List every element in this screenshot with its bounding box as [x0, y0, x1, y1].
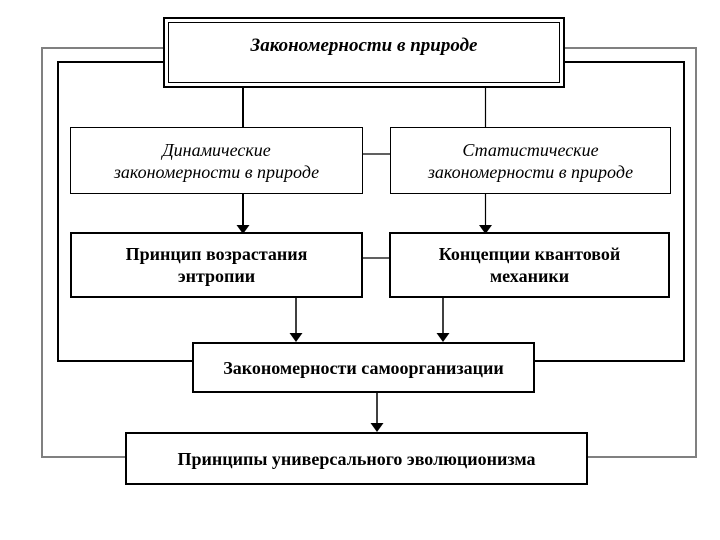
- node-quantum-line1: Концепции квантовой: [438, 244, 621, 264]
- node-title-label: Закономерности в природе: [250, 34, 478, 56]
- node-evolution-label: Принципы универсального эволюционизма: [177, 448, 536, 469]
- arrow-selforg-evolution: [370, 393, 384, 432]
- node-entropy: Принцип возрастания энтропии: [70, 232, 363, 298]
- arrow-entropy-selforg: [289, 298, 303, 342]
- node-dynamic-line2: закономерности в природе: [113, 161, 320, 182]
- node-selforg: Закономерности самоорганизации: [192, 342, 535, 393]
- node-dynamic-line1: Динамические: [162, 139, 271, 160]
- node-quantum: Концепции квантовой механики: [389, 232, 670, 298]
- node-evolution: Принципы универсального эволюционизма: [125, 432, 588, 485]
- node-entropy-line2: энтропии: [177, 266, 256, 286]
- node-selforg-label: Закономерности самоорганизации: [223, 357, 504, 378]
- arrow-dynamic-entropy: [236, 194, 250, 234]
- arrow-statistical-quantum: [479, 194, 492, 234]
- arrow-quantum-selforg: [436, 298, 450, 342]
- node-entropy-line1: Принцип возрастания: [125, 244, 308, 264]
- node-statistical-line1: Статистические: [462, 139, 599, 160]
- title-inner-border: Закономерности в природе: [168, 22, 560, 83]
- node-title: Закономерности в природе: [163, 17, 565, 88]
- node-dynamic: Динамические закономерности в природе: [70, 127, 363, 194]
- node-statistical-line2: закономерности в природе: [427, 161, 634, 182]
- inner-frame-connector: [57, 61, 685, 362]
- node-statistical: Статистические закономерности в природе: [390, 127, 671, 194]
- node-quantum-line2: механики: [489, 266, 570, 286]
